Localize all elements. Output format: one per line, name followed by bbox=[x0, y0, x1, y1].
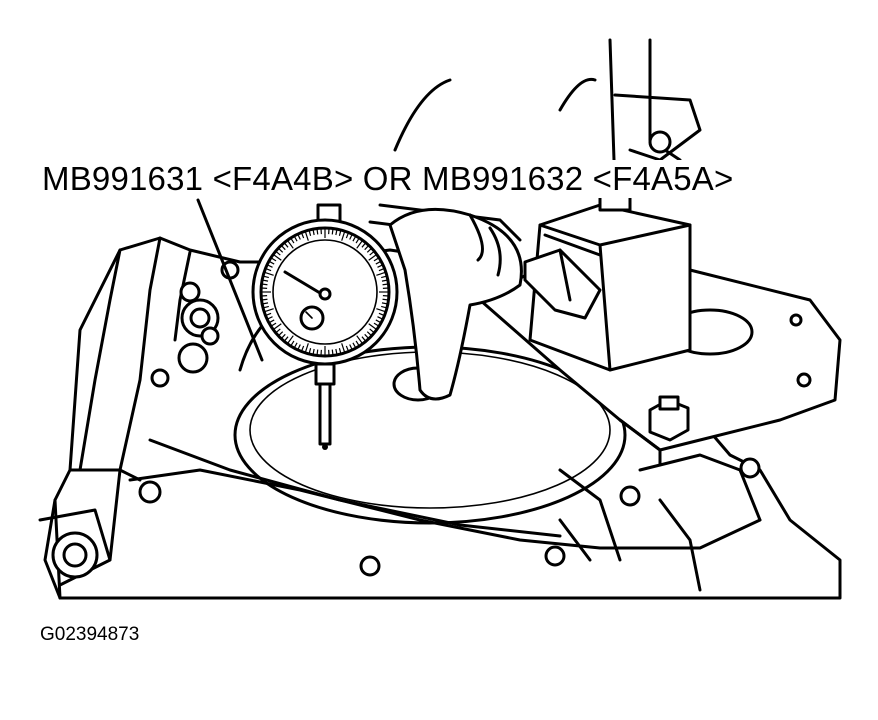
dial-tick bbox=[316, 349, 319, 356]
dial-tick bbox=[286, 239, 294, 249]
dial-tick bbox=[373, 257, 380, 262]
dial-tick bbox=[335, 229, 338, 236]
dial-tick bbox=[316, 228, 319, 235]
dial-tick bbox=[378, 267, 385, 272]
dial-tick bbox=[345, 232, 350, 239]
dial-tick bbox=[355, 237, 360, 244]
dial-tick bbox=[352, 235, 357, 242]
tool-callout-label: MB991631 <F4A4B> OR MB991632 <F4A5A> bbox=[40, 160, 740, 198]
dial-tick bbox=[283, 336, 289, 342]
dial-tick bbox=[352, 342, 357, 349]
dial-tick bbox=[263, 308, 274, 313]
dial-tick bbox=[312, 348, 315, 355]
dial-tick bbox=[262, 275, 269, 279]
dial-tick bbox=[335, 348, 338, 355]
dial-tick bbox=[331, 228, 334, 235]
dial-tick bbox=[376, 271, 387, 276]
dial-tick bbox=[355, 340, 360, 347]
dial-tick bbox=[280, 244, 286, 251]
dial-tick bbox=[364, 333, 370, 340]
dial-tick bbox=[283, 242, 289, 248]
dial-tick bbox=[300, 232, 305, 239]
dial-tick bbox=[268, 319, 275, 324]
dial-tick bbox=[304, 343, 309, 354]
dial-tick bbox=[366, 247, 373, 253]
dial-tick bbox=[356, 239, 364, 249]
dial-tick bbox=[297, 344, 301, 351]
dial-tick bbox=[373, 322, 380, 327]
dial-tick bbox=[262, 302, 269, 305]
dial-tick bbox=[338, 348, 342, 355]
dial-tick bbox=[272, 323, 282, 331]
dial-tick bbox=[375, 260, 382, 265]
dial-tick bbox=[369, 250, 375, 256]
dial-tick bbox=[345, 345, 350, 352]
dial-tick bbox=[349, 344, 353, 351]
dial-tick bbox=[262, 305, 269, 309]
dial-tick bbox=[275, 250, 281, 256]
magnetic-base bbox=[523, 188, 692, 372]
callout-leader-line bbox=[196, 198, 264, 362]
dial-tick bbox=[381, 275, 388, 279]
dial-tick bbox=[361, 242, 367, 248]
dial-tick bbox=[272, 253, 282, 261]
dial-tick bbox=[356, 335, 364, 345]
dial-tick bbox=[366, 331, 373, 337]
dial-tick bbox=[308, 348, 312, 355]
dial-tick bbox=[304, 230, 309, 241]
dial-tick bbox=[293, 235, 298, 242]
dial-tick bbox=[290, 237, 295, 244]
dial-tick bbox=[341, 343, 346, 354]
dial-tick bbox=[364, 244, 370, 251]
figure-id-label: G02394873 bbox=[40, 624, 140, 645]
dial-tick bbox=[308, 229, 312, 236]
dial-tick bbox=[263, 271, 274, 276]
dial-tick bbox=[382, 298, 389, 301]
dial-tick bbox=[369, 328, 375, 334]
dial-tick bbox=[377, 264, 384, 268]
dial-tick bbox=[300, 345, 305, 352]
dial-tick bbox=[378, 312, 385, 317]
dial-indicator bbox=[251, 203, 399, 450]
dial-tick bbox=[265, 312, 272, 317]
dial-tick bbox=[270, 257, 277, 262]
dial-tick bbox=[268, 260, 275, 265]
dial-tick bbox=[381, 302, 388, 305]
dial-tick bbox=[290, 340, 295, 347]
dial-tick bbox=[382, 283, 389, 286]
dial-tick bbox=[286, 335, 294, 345]
dial-tick bbox=[341, 230, 346, 241]
dial-tick bbox=[293, 342, 298, 349]
dial-tick bbox=[381, 279, 388, 282]
dial-tick bbox=[266, 264, 273, 268]
dial-tick bbox=[297, 233, 301, 240]
dial-tick bbox=[375, 319, 382, 324]
dial-tick bbox=[266, 316, 273, 320]
dial-tick bbox=[275, 328, 281, 334]
dial-tick bbox=[381, 305, 388, 309]
dial-tick bbox=[312, 229, 315, 236]
dial-tick bbox=[262, 279, 269, 282]
hand bbox=[388, 77, 597, 401]
dial-tick bbox=[376, 308, 387, 313]
dial-tick bbox=[261, 283, 268, 286]
dial-tick bbox=[368, 253, 378, 261]
dial-tick bbox=[377, 316, 384, 320]
dial-tick bbox=[338, 229, 342, 236]
dial-tick bbox=[349, 233, 353, 240]
dial-tick bbox=[265, 267, 272, 272]
dial-tick bbox=[270, 322, 277, 327]
dial-tick bbox=[280, 333, 286, 340]
dial-tick bbox=[331, 349, 334, 356]
dial-tick bbox=[277, 247, 284, 253]
dial-tick bbox=[361, 336, 367, 342]
dial-tick bbox=[261, 298, 268, 301]
dial-tick bbox=[277, 331, 284, 337]
dial-tick bbox=[368, 323, 378, 331]
